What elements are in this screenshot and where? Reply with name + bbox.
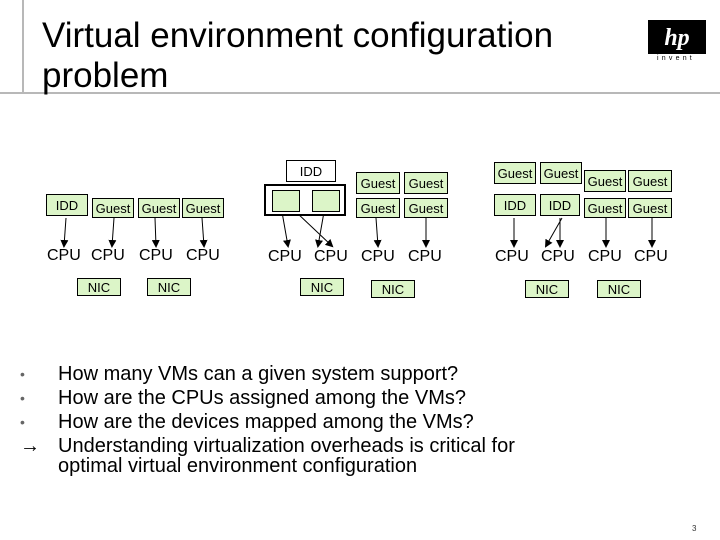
config3-cpu-label: CPU <box>634 248 668 265</box>
config1-idd-box: IDD <box>46 194 88 216</box>
cpu-assignment-arrows <box>60 211 656 248</box>
config2-guest-box: Guest <box>356 198 400 218</box>
config3-guest-box: Guest <box>540 162 582 184</box>
config3-guest-box: Guest <box>494 162 536 184</box>
config2-cpu-label: CPU <box>408 248 442 265</box>
config2-guest-box: Guest <box>404 172 448 194</box>
config3-guest-box: Guest <box>584 198 626 218</box>
config3-idd-box: IDD <box>540 194 580 216</box>
config2-guest-box: Guest <box>404 198 448 218</box>
bullet-dot-icon: • <box>20 390 25 406</box>
config2-cpu-label: CPU <box>314 248 348 265</box>
conclusion-line-2: optimal virtual environment configuratio… <box>58 455 418 477</box>
config2-cpu-label: CPU <box>268 248 302 265</box>
bullet-item: • How are the CPUs assigned among the VM… <box>20 386 680 410</box>
config2-nic-box: NIC <box>300 278 344 296</box>
bullet-dot-icon: • <box>20 366 25 382</box>
right-arrow-icon: → <box>20 435 40 457</box>
title-accent-vertical <box>22 0 24 94</box>
slide-title: Virtual environment configuration proble… <box>42 16 553 96</box>
config2-nic-box: NIC <box>371 280 415 298</box>
config2-cpu-label: CPU <box>361 248 395 265</box>
config3-cpu-label: CPU <box>495 248 529 265</box>
page-number: 3 <box>692 524 697 533</box>
config3-guest-box: Guest <box>628 198 672 218</box>
bullet-list: • How many VMs can a given system suppor… <box>20 362 680 478</box>
config2-idd-slot <box>312 190 340 212</box>
bullet-text: How are the CPUs assigned among the VMs? <box>58 387 466 409</box>
title-line-1: Virtual environment configuration <box>42 16 554 55</box>
config2-idd-label: IDD <box>286 160 336 182</box>
title-line-2: problem <box>42 56 169 95</box>
bullet-dot-icon: • <box>20 414 25 430</box>
config1-guest-box: Guest <box>92 198 134 218</box>
config1-cpu-label: CPU <box>186 247 220 264</box>
config3-cpu-label: CPU <box>541 248 575 265</box>
config1-nic-box: NIC <box>77 278 121 296</box>
config3-nic-box: NIC <box>525 280 569 298</box>
config3-idd-box: IDD <box>494 194 536 216</box>
config2-guest-box: Guest <box>356 172 400 194</box>
config3-guest-box: Guest <box>584 170 626 192</box>
bullet-item: • How many VMs can a given system suppor… <box>20 362 680 386</box>
conclusion-item: → Understanding virtualization overheads… <box>20 434 680 478</box>
config1-guest-box: Guest <box>182 198 224 218</box>
bullet-item: • How are the devices mapped among the V… <box>20 410 680 434</box>
logo-tagline: invent <box>657 55 695 62</box>
config2-idd-slot <box>272 190 300 212</box>
config1-cpu-label: CPU <box>47 247 81 264</box>
config1-cpu-label: CPU <box>91 247 125 264</box>
config1-guest-box: Guest <box>138 198 180 218</box>
logo-text: hp <box>664 25 689 51</box>
conclusion-line-1: Understanding virtualization overheads i… <box>58 435 515 457</box>
bullet-text: How many VMs can a given system support? <box>58 363 459 385</box>
config3-guest-box: Guest <box>628 170 672 192</box>
config1-cpu-label: CPU <box>139 247 173 264</box>
title-accent-horizontal <box>0 92 720 94</box>
config3-cpu-label: CPU <box>588 248 622 265</box>
bullet-text: How are the devices mapped among the VMs… <box>58 411 474 433</box>
config1-nic-box: NIC <box>147 278 191 296</box>
hp-logo-icon: hp <box>648 20 706 54</box>
vm-configuration-diagram: IDD Guest Guest Guest CPU CPU CPU CPU NI… <box>0 150 720 310</box>
config3-nic-box: NIC <box>597 280 641 298</box>
